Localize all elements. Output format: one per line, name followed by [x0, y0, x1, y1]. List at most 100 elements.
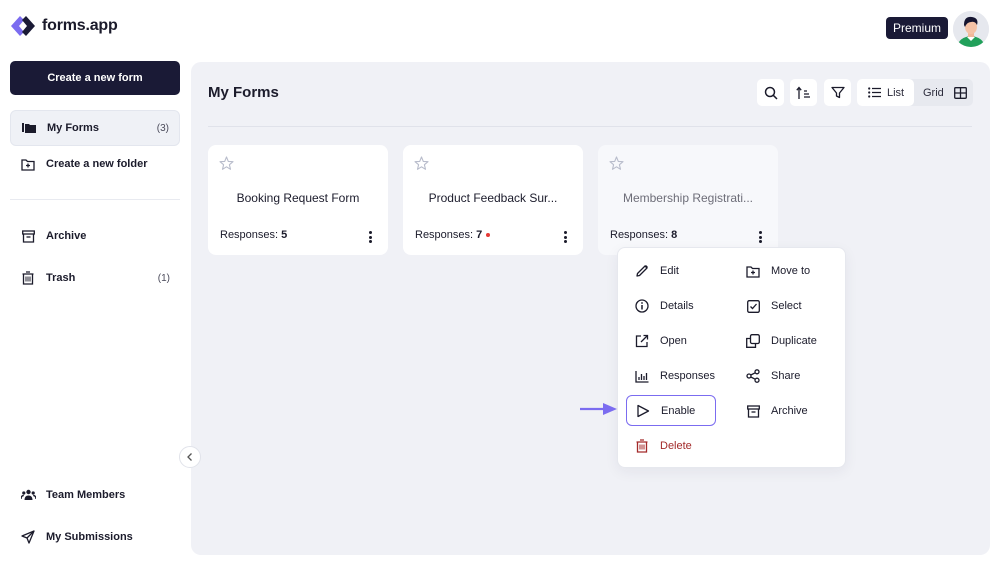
menu-item-edit[interactable]: Edit	[626, 256, 716, 286]
search-button[interactable]	[757, 79, 784, 106]
bar-chart-icon	[634, 368, 650, 384]
premium-badge[interactable]: Premium	[886, 17, 949, 39]
archive-icon	[745, 403, 761, 419]
responses-count: Responses: 5	[220, 229, 287, 241]
menu-item-responses[interactable]: Responses	[626, 361, 726, 391]
menu-item-share[interactable]: Share	[737, 361, 837, 391]
favorite-star-icon[interactable]	[219, 156, 234, 176]
menu-item-label: Details	[660, 300, 694, 312]
sidebar-item-label: Create a new folder	[46, 158, 148, 170]
form-title: Booking Request Form	[236, 191, 360, 205]
form-context-menu: Edit Details Open Responses Enable Delet…	[617, 247, 846, 468]
folder-stack-icon	[21, 120, 37, 136]
main-panel: My Forms List Grid Booking Request Form …	[191, 62, 990, 555]
menu-item-details[interactable]: Details	[626, 291, 716, 321]
responses-label: Responses:	[220, 229, 279, 241]
filter-button[interactable]	[824, 79, 851, 106]
menu-item-label: Edit	[660, 265, 679, 277]
pointer-arrow-icon	[580, 403, 617, 415]
avatar[interactable]	[953, 11, 989, 47]
team-icon	[20, 487, 36, 503]
form-title: Product Feedback Sur...	[428, 191, 558, 205]
trash-icon	[634, 438, 650, 454]
sidebar-item-team-members[interactable]: Team Members	[10, 477, 180, 513]
pencil-icon	[634, 263, 650, 279]
forms-app-logo-icon	[11, 16, 35, 36]
menu-item-label: Enable	[661, 404, 696, 417]
form-card[interactable]: Product Feedback Sur... Responses: 7	[403, 145, 583, 255]
play-icon	[635, 403, 651, 419]
forms-count: (3)	[156, 122, 169, 134]
menu-item-label: Select	[771, 300, 802, 312]
responses-value: 7	[476, 229, 483, 241]
sidebar-divider	[10, 199, 180, 200]
more-options-button[interactable]	[561, 229, 569, 245]
header-divider	[208, 126, 972, 127]
top-bar: forms.app Premium	[0, 0, 1000, 58]
collapse-sidebar-button[interactable]	[179, 446, 201, 468]
menu-item-open[interactable]: Open	[626, 326, 716, 356]
favorite-star-icon[interactable]	[609, 156, 624, 176]
more-options-button[interactable]	[756, 229, 764, 245]
info-icon	[634, 298, 650, 314]
share-icon	[745, 368, 761, 384]
menu-item-label: Open	[660, 335, 687, 347]
menu-item-duplicate[interactable]: Duplicate	[737, 326, 837, 356]
chevron-left-icon	[187, 453, 192, 461]
copy-icon	[745, 333, 761, 349]
form-card[interactable]: Booking Request Form Responses: 5	[208, 145, 388, 255]
menu-item-label: Share	[771, 370, 801, 382]
sidebar-item-label: My Forms	[47, 122, 99, 134]
sidebar-item-my-forms[interactable]: My Forms (3)	[10, 110, 180, 146]
paper-plane-icon	[20, 529, 36, 545]
sidebar-item-my-submissions[interactable]: My Submissions	[10, 519, 180, 555]
create-new-form-button[interactable]: Create a new form	[10, 61, 180, 95]
menu-item-enable[interactable]: Enable	[626, 395, 716, 426]
sidebar-item-label: My Submissions	[46, 531, 133, 543]
responses-value: 5	[281, 229, 288, 241]
new-response-dot	[486, 233, 491, 237]
menu-item-select[interactable]: Select	[737, 291, 837, 321]
menu-item-label: Delete	[660, 440, 692, 452]
responses-count: Responses: 7	[415, 229, 491, 241]
sort-icon	[796, 85, 810, 99]
external-link-icon	[634, 333, 650, 349]
menu-item-label: Responses	[660, 370, 716, 382]
favorite-star-icon[interactable]	[414, 156, 429, 176]
menu-item-label: Move to	[771, 265, 811, 277]
logo[interactable]: forms.app	[10, 15, 118, 37]
search-icon	[764, 86, 778, 100]
menu-item-archive[interactable]: Archive	[737, 396, 837, 426]
sidebar-item-archive[interactable]: Archive	[10, 218, 180, 254]
checkbox-icon	[745, 298, 761, 314]
sidebar: Create a new form My Forms (3) Create a …	[0, 58, 190, 565]
sidebar-item-label: Team Members	[46, 489, 126, 501]
sidebar-item-trash[interactable]: Trash (1)	[10, 260, 180, 296]
folder-plus-icon	[745, 263, 761, 279]
view-toggle: List Grid	[857, 79, 973, 106]
responses-label: Responses:	[415, 229, 474, 241]
grid-view-button[interactable]: Grid	[914, 79, 967, 106]
app-name: forms.app	[42, 17, 118, 34]
filter-icon	[830, 86, 845, 99]
sort-button[interactable]	[790, 79, 817, 106]
form-card[interactable]: Membership Registrati... Responses: 8	[598, 145, 778, 255]
trash-count: (1)	[157, 272, 170, 284]
more-options-button[interactable]	[366, 229, 374, 245]
sidebar-item-label: Archive	[46, 230, 87, 242]
list-icon	[868, 87, 881, 98]
user-avatar-icon	[953, 11, 989, 47]
menu-item-label: Archive	[771, 405, 808, 417]
sidebar-item-create-folder[interactable]: Create a new folder	[10, 146, 180, 182]
menu-item-label: Duplicate	[771, 335, 817, 347]
trash-icon	[20, 270, 36, 286]
archive-icon	[20, 228, 36, 244]
sidebar-item-label: Trash	[46, 272, 76, 284]
menu-item-delete[interactable]: Delete	[626, 431, 716, 461]
responses-label: Responses:	[610, 229, 669, 241]
menu-item-move-to[interactable]: Move to	[737, 256, 837, 286]
list-view-button[interactable]: List	[857, 79, 914, 106]
responses-count: Responses: 8	[610, 229, 677, 241]
folder-plus-icon	[20, 156, 36, 172]
grid-icon	[953, 86, 967, 99]
